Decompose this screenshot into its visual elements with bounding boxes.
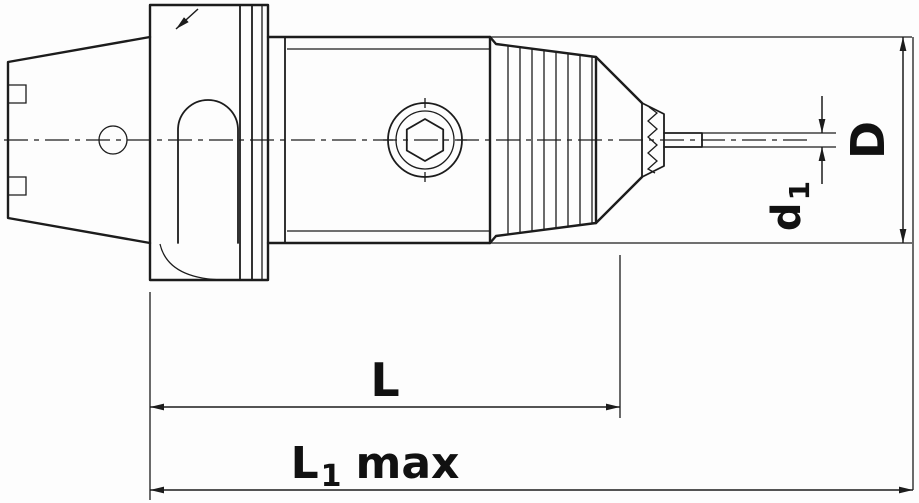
collet-tip [641, 102, 665, 178]
chuck-body [266, 35, 492, 245]
collet-serration [646, 106, 659, 174]
body-outline [266, 35, 492, 245]
drill-bit-outline [663, 132, 703, 148]
dimension-d1: d1 [702, 96, 836, 231]
dimension-D: D [490, 36, 914, 490]
flange-bottom-arc [159, 243, 225, 281]
dimension-label-L: L [370, 353, 399, 407]
hsk-taper-shank [6, 35, 152, 245]
hex-socket-hexagon [405, 118, 445, 162]
L1-suffix: max [356, 438, 460, 489]
hex-drive-socket [383, 98, 467, 182]
nose-cone-outline [594, 55, 644, 225]
L1-base: L [291, 438, 319, 489]
groove-pointer-arrow [175, 8, 199, 30]
drill-bit [663, 132, 703, 148]
flange-drive-slot [177, 99, 239, 244]
socket-tick-marks [383, 98, 467, 182]
sleeve-outline [488, 35, 598, 245]
gripper-flange [148, 3, 270, 282]
shank-drive-slot-bottom [8, 176, 27, 196]
shank-bore-hole [98, 125, 128, 155]
collet-outline [641, 102, 665, 178]
clamping-sleeve [488, 35, 598, 245]
shank-outline [6, 35, 152, 245]
d1-subscript: 1 [783, 181, 816, 200]
chuck-nose [594, 55, 644, 225]
dimension-label-d1: d1 [764, 181, 816, 231]
shank-drive-slot-top [8, 84, 27, 104]
dimension-L1-max: L1 max [150, 438, 913, 494]
flange-outline [148, 3, 270, 282]
L1-subscript: 1 [321, 459, 342, 494]
dimension-L: L [149, 255, 621, 500]
dimension-label-L1-max: L1 max [291, 438, 460, 494]
socket-inner-circle [395, 110, 455, 170]
dimension-label-D: D [841, 121, 895, 159]
d1-base: d [764, 202, 810, 231]
